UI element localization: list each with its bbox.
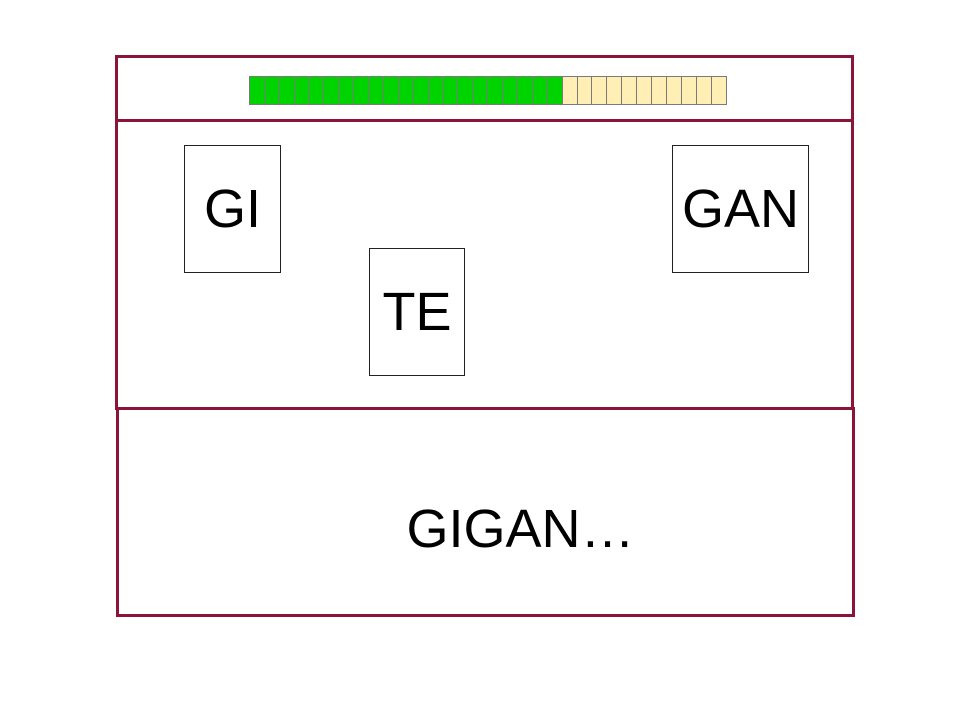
progress-segment-filled	[309, 76, 325, 105]
progress-segment-filled	[473, 76, 489, 105]
progress-segment-empty	[696, 76, 712, 105]
progress-segment-empty	[711, 76, 727, 105]
progress-segment-empty	[666, 76, 682, 105]
syllable-card-gi[interactable]: GI	[184, 145, 281, 273]
progress-segment-filled	[458, 76, 474, 105]
progress-segment-empty	[681, 76, 697, 105]
progress-segment-filled	[532, 76, 548, 105]
progress-segment-filled	[413, 76, 429, 105]
syllable-card-label: TE	[382, 282, 452, 342]
progress-segment-filled	[518, 76, 533, 105]
syllable-card-label: GI	[203, 179, 261, 239]
syllable-card-label: GAN	[681, 179, 800, 239]
progress-segment-filled	[250, 76, 265, 105]
progress-segment-filled	[339, 76, 355, 105]
progress-segment-empty	[637, 76, 653, 105]
progress-segment-empty	[577, 76, 593, 105]
progress-segment-filled	[264, 76, 280, 105]
progress-segment-empty	[652, 76, 667, 105]
progress-segment-filled	[369, 76, 385, 105]
answer-text: GIGAN…	[406, 499, 635, 559]
syllable-card-gan[interactable]: GAN	[672, 145, 809, 273]
progress-segment-filled	[398, 76, 414, 105]
syllable-card-te[interactable]: TE	[369, 248, 465, 376]
progress-segment-empty	[562, 76, 578, 105]
progress-segment-empty	[622, 76, 638, 105]
progress-segment-filled	[384, 76, 399, 105]
progress-segment-filled	[279, 76, 295, 105]
progress-segment-filled	[443, 76, 459, 105]
progress-segment-filled	[503, 76, 519, 105]
progress-segment-empty	[607, 76, 623, 105]
progress-segment-filled	[488, 76, 504, 105]
progress-bar	[249, 76, 727, 105]
progress-segment-filled	[324, 76, 340, 105]
answer-panel	[116, 407, 855, 617]
progress-segment-filled	[354, 76, 370, 105]
progress-segment-filled	[547, 76, 563, 105]
progress-segment-empty	[592, 76, 608, 105]
progress-segment-filled	[428, 76, 444, 105]
progress-segment-filled	[294, 76, 310, 105]
